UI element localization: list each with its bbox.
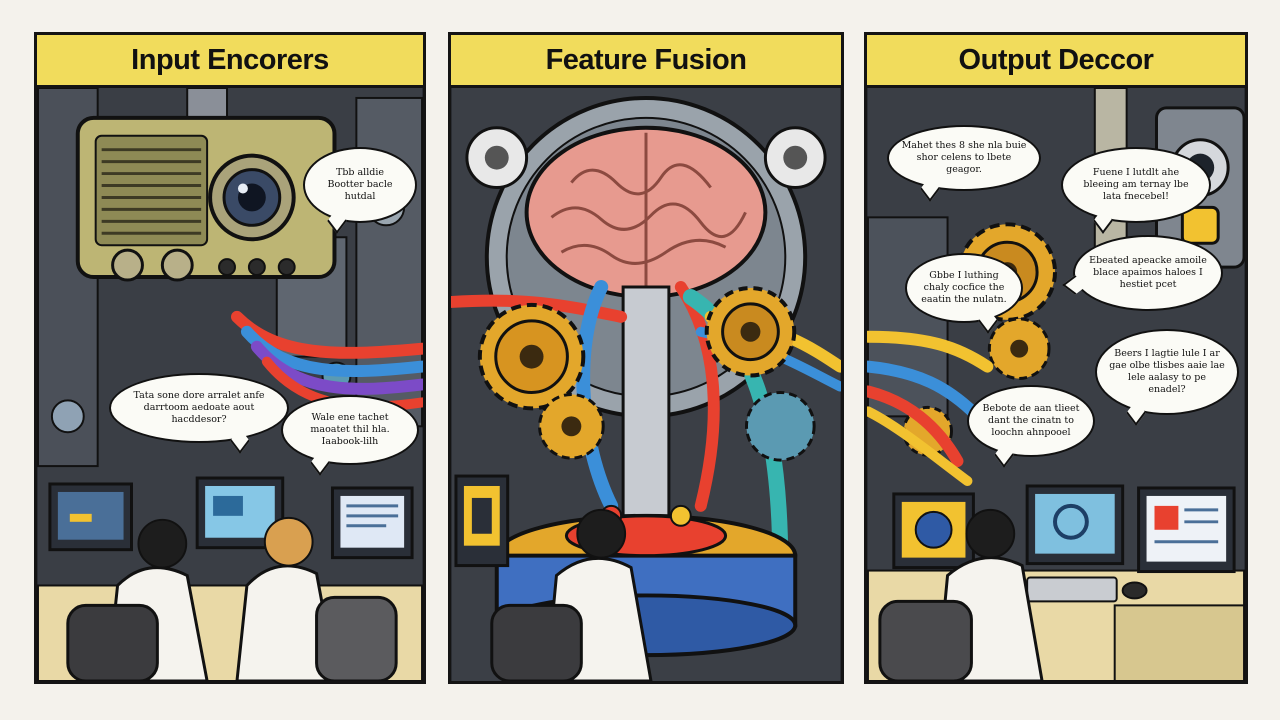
panel-feature-fusion: Feature Fusion (448, 32, 844, 684)
speaker-radio-icon (75, 115, 337, 282)
speech-bubble: Gbbe I luthing chaly cocfice the eaatin … (905, 253, 1023, 323)
speech-bubble: Ebeated apeacke amoile blace apaimos hal… (1073, 235, 1223, 311)
gear-icon (477, 285, 816, 462)
speech-bubble: Bebote de aan tlieet dant the cinatn to … (967, 385, 1095, 457)
panel-title: Feature Fusion (451, 35, 841, 88)
office-chair-icon (490, 603, 583, 681)
speech-bubble: Beers I lagtie lule I ar gae olbe tlisbe… (1095, 329, 1239, 415)
gear-icon (465, 126, 827, 189)
speech-bubble: Fuene I lutdlt ahe bleeing am ternay lbe… (1061, 147, 1211, 223)
camera-lens-icon (208, 153, 296, 242)
keyboard-icon (1026, 576, 1118, 603)
monitor-icon (454, 474, 510, 568)
speech-bubble: Mahet thes 8 she nla buie shor celens to… (887, 125, 1041, 191)
cable-icon (867, 330, 994, 486)
office-chair-icon (878, 599, 973, 681)
speech-bubble: Wale ene tachet maoatet thil hla. Iaaboo… (281, 395, 419, 465)
panel-input-encoders: Input Encorers (34, 32, 426, 684)
panel-title: Input Encorers (37, 35, 423, 88)
panel-output-decoder: Output Deccor (864, 32, 1248, 684)
speech-bubble: Tbb alldie Bootter bacle hutdal (303, 147, 417, 223)
monitor-icon (48, 476, 414, 560)
brain-icon (524, 125, 768, 299)
mouse-icon (1121, 581, 1148, 600)
panel-title: Output Deccor (867, 35, 1245, 88)
panel-illustration (451, 88, 841, 681)
monitor-icon (892, 484, 1236, 574)
office-chair-icon (66, 595, 398, 681)
speech-bubble: Tata sone dore arralet anfe darrtoom aed… (109, 373, 289, 443)
